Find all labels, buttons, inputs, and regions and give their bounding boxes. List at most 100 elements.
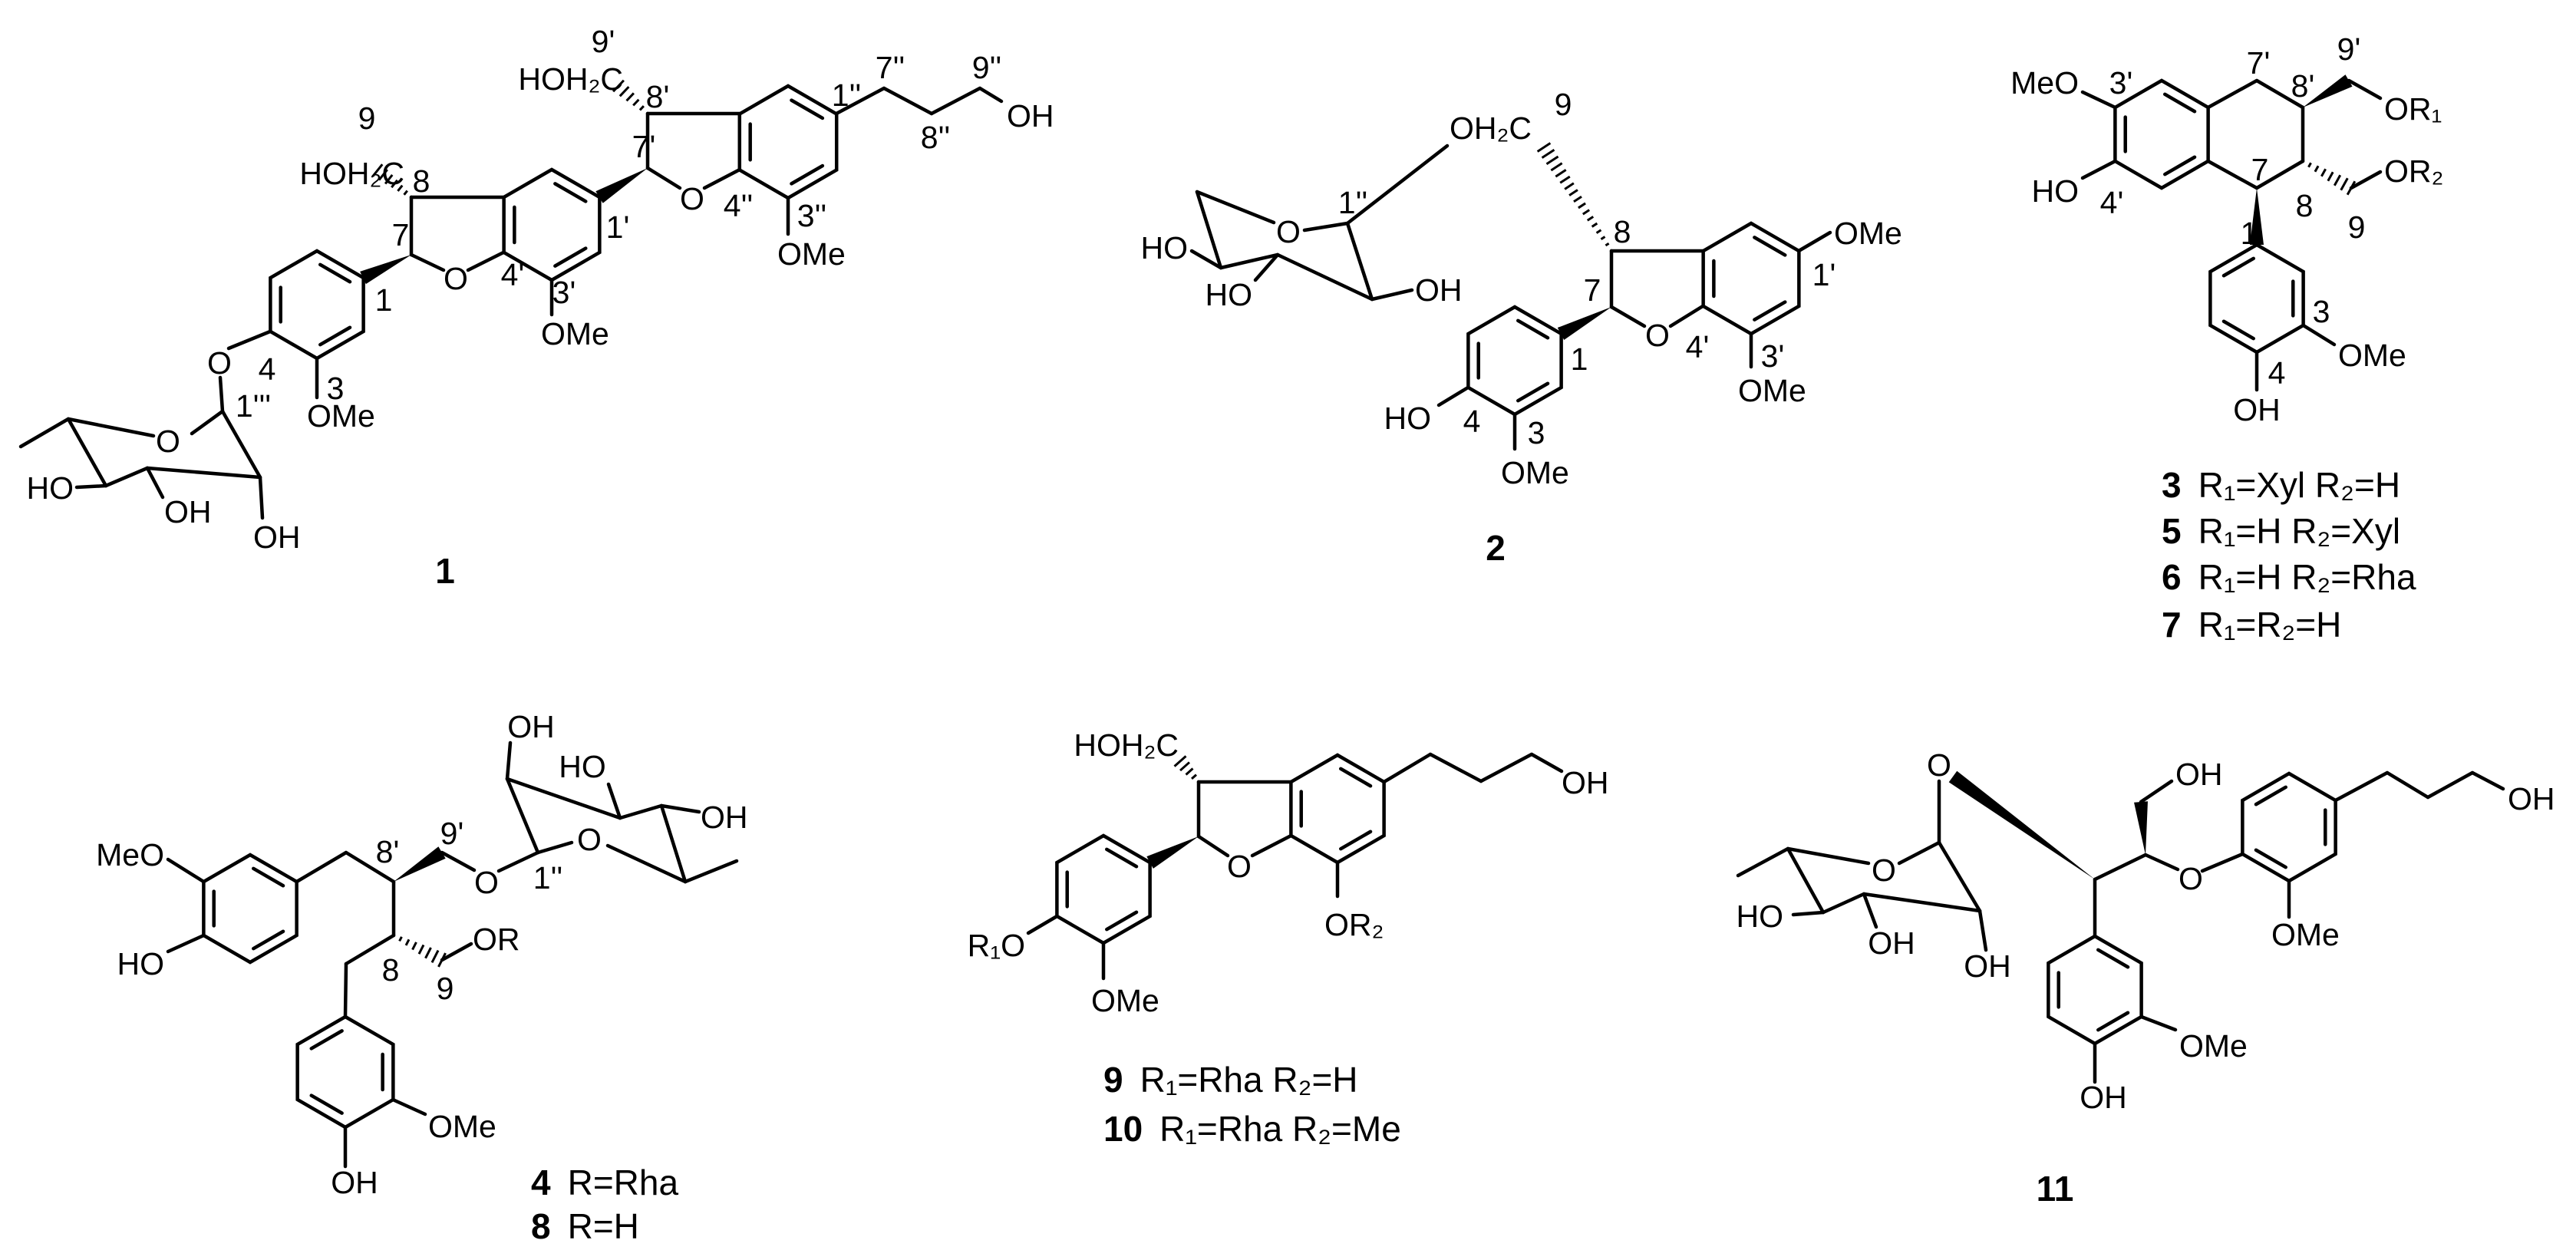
atom-label: O bbox=[1872, 853, 1896, 888]
bond bbox=[1196, 834, 1230, 858]
bond bbox=[2200, 852, 2245, 873]
bond bbox=[1195, 190, 1276, 225]
atom-label: HO bbox=[1384, 401, 1432, 436]
atom-label: 1'' bbox=[533, 860, 562, 896]
atom-label: 1 bbox=[2241, 216, 2258, 251]
bond bbox=[1977, 909, 1988, 952]
atom-label: OMe bbox=[2179, 1028, 2248, 1064]
bond bbox=[66, 417, 108, 488]
compound-number: 1 bbox=[435, 551, 455, 591]
atom-label: MeO bbox=[2010, 65, 2079, 101]
compound-number: 7 bbox=[2162, 605, 2182, 645]
atom-label: 1 bbox=[1571, 341, 1588, 377]
bond bbox=[2426, 770, 2475, 800]
bond bbox=[166, 857, 206, 884]
atom-label: 8 bbox=[1614, 214, 1631, 249]
benzene-ring bbox=[1055, 833, 1152, 945]
compound-number: 6 bbox=[2162, 557, 2182, 597]
bond bbox=[2254, 159, 2305, 190]
atom-label: 3'' bbox=[797, 198, 826, 233]
compound-number: 11 bbox=[2037, 1169, 2074, 1209]
bond bbox=[1791, 910, 1826, 917]
atom-label: HO bbox=[2032, 173, 2080, 209]
atom-label: 1' bbox=[606, 209, 630, 245]
substituent-caption: 3 R₁=Xyl R₂=H bbox=[2162, 465, 2400, 505]
benzene-ring bbox=[1289, 753, 1386, 865]
atom-label: OH bbox=[2233, 392, 2281, 427]
atom-label: 4' bbox=[501, 257, 525, 292]
atom-label: 3' bbox=[552, 275, 576, 310]
wedge-bond bbox=[1146, 836, 1199, 869]
bond bbox=[166, 933, 206, 954]
wedge-bond bbox=[2303, 74, 2353, 107]
compound-number: 3 bbox=[2162, 465, 2182, 505]
bond bbox=[1370, 288, 1414, 302]
compound-number: 5 bbox=[2162, 511, 2182, 551]
bond bbox=[2254, 78, 2305, 110]
atom-label: 8 bbox=[2296, 188, 2314, 223]
atom-label: OR₂ bbox=[1324, 907, 1384, 942]
benzene-ring bbox=[202, 853, 298, 965]
atom-label: OH bbox=[1007, 98, 1054, 134]
bond bbox=[659, 803, 688, 884]
bond bbox=[1253, 252, 1280, 282]
substituent-definition: R=Rha bbox=[568, 1163, 679, 1202]
atom-label: HOH₂C bbox=[1074, 727, 1179, 763]
benzene-ring bbox=[2241, 771, 2337, 883]
bond bbox=[606, 782, 622, 820]
bond bbox=[18, 417, 71, 449]
atom-label: 9 bbox=[437, 971, 454, 1006]
atom-label: OH bbox=[1415, 272, 1463, 308]
compound-number: 2 bbox=[1486, 528, 1506, 568]
atom-label: OMe bbox=[307, 398, 375, 434]
atom-label: 9'' bbox=[972, 50, 1001, 85]
bond bbox=[343, 961, 348, 1019]
atom-label: O bbox=[1276, 214, 1301, 249]
bond bbox=[2385, 770, 2430, 800]
benzene-ring bbox=[295, 1014, 395, 1130]
atom-label: 3 bbox=[327, 371, 345, 406]
atom-label: 4'' bbox=[724, 188, 753, 223]
atom-label: 3 bbox=[1528, 415, 1545, 450]
bond bbox=[190, 409, 225, 436]
bond bbox=[2143, 853, 2180, 872]
atom-label: OMe bbox=[2338, 338, 2406, 373]
atom-label: OH bbox=[2080, 1080, 2127, 1115]
substituent-definition: R₁=Rha R₂=H bbox=[1140, 1060, 1358, 1100]
bond bbox=[74, 483, 108, 490]
hashed-bond bbox=[1173, 755, 1197, 780]
bond bbox=[1609, 305, 1647, 328]
atom-label: HO bbox=[1206, 277, 1253, 312]
atom-label: 9 bbox=[358, 101, 376, 136]
atom-label: OMe bbox=[1834, 216, 1902, 251]
atom-label: OMe bbox=[1501, 455, 1569, 490]
atom-label: 1 bbox=[375, 282, 393, 318]
atom-label: 1' bbox=[1812, 257, 1836, 292]
substituent-definition: R₁=R₂=H bbox=[2198, 605, 2342, 645]
substituent-definition: R₁=Xyl R₂=H bbox=[2198, 465, 2400, 505]
atom-label: OH bbox=[1562, 765, 1609, 800]
atom-label: 7'' bbox=[876, 50, 905, 85]
wedge-bond bbox=[595, 168, 648, 203]
bond bbox=[2470, 770, 2505, 791]
atom-label: O bbox=[207, 345, 232, 381]
atom-label: O bbox=[444, 261, 468, 296]
substituent-definition: R₁=H R₂=Xyl bbox=[2198, 511, 2400, 551]
bond bbox=[1786, 846, 1871, 866]
atom-label: 8 bbox=[413, 163, 430, 199]
atom-label: OH bbox=[331, 1165, 378, 1200]
bond bbox=[659, 803, 701, 814]
benzene-ring bbox=[2208, 242, 2305, 355]
compound-number: 10 bbox=[1103, 1109, 1143, 1149]
hashed-bond bbox=[371, 163, 408, 196]
atom-label: OH bbox=[164, 494, 212, 529]
atom-label: OH bbox=[701, 800, 748, 835]
atom-label: 4 bbox=[1463, 404, 1481, 439]
atom-label: O bbox=[474, 865, 499, 900]
